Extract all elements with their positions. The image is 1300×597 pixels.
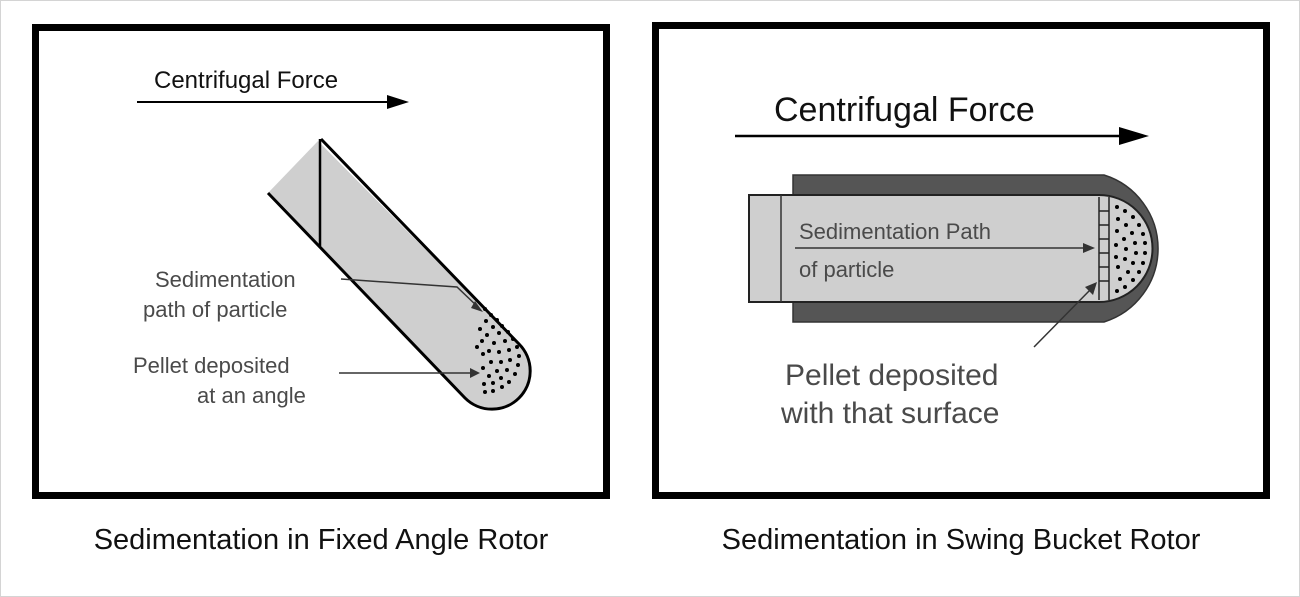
fixed-angle-rotor-diagram: Centrifugal Force bbox=[133, 67, 532, 411]
fixed-angle-pellet bbox=[475, 307, 521, 394]
fixed-angle-rotor-panel: Centrifugal Force bbox=[32, 24, 610, 499]
swing-bucket-pellet bbox=[1114, 205, 1147, 293]
sedimentation-path-label-line1: Sedimentation bbox=[155, 267, 296, 292]
centrifugal-force-arrow bbox=[137, 95, 409, 109]
pellet-label-line1: Pellet deposited bbox=[785, 359, 999, 392]
sedimentation-path-label-line2: path of particle bbox=[143, 297, 287, 322]
centrifugal-force-label: Centrifugal Force bbox=[774, 91, 1035, 129]
swing-bucket-rotor-panel: Centrifugal Force bbox=[652, 22, 1270, 499]
fixed-angle-rotor-caption: Sedimentation in Fixed Angle Rotor bbox=[93, 524, 549, 556]
pellet-label-line2: at an angle bbox=[197, 383, 306, 408]
fixed-angle-tube bbox=[266, 137, 532, 411]
pellet-label-line1: Pellet deposited bbox=[133, 353, 290, 378]
pellet-label-line2: with that surface bbox=[780, 397, 999, 430]
sedimentation-path-label-line2: of particle bbox=[799, 257, 894, 282]
centrifugal-force-label: Centrifugal Force bbox=[154, 67, 338, 94]
sedimentation-path-label-line1: Sedimentation Path bbox=[799, 219, 991, 244]
swing-bucket-rotor-diagram: Centrifugal Force bbox=[735, 91, 1159, 430]
centrifugal-force-arrow bbox=[735, 127, 1149, 145]
swing-bucket-rotor-caption: Sedimentation in Swing Bucket Rotor bbox=[721, 524, 1201, 556]
